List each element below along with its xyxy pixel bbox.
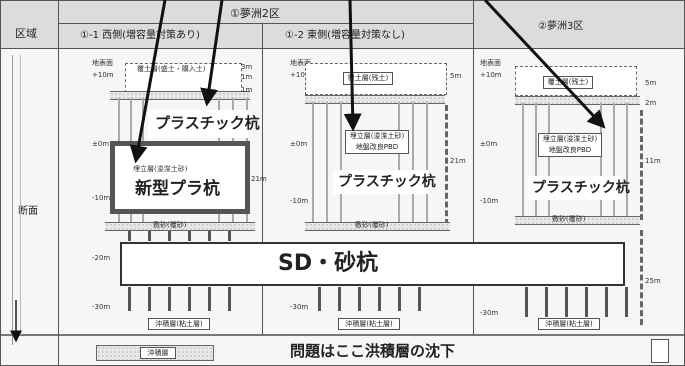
depth-ground-3: 地表面 xyxy=(480,59,501,67)
sand-mat-west xyxy=(110,91,250,100)
area2-header: ①夢洲2区 xyxy=(230,7,280,20)
section-row-label: 断面 xyxy=(18,206,38,217)
depth-m10-3: -10m xyxy=(480,197,499,205)
arrow-1 xyxy=(129,0,167,164)
depth-zero-e: ±0m xyxy=(290,140,308,148)
sand-mat-label-east: 敷砂(覆砂) xyxy=(355,221,389,229)
cover-layer-west xyxy=(125,63,242,93)
dim-11m-3: 11m xyxy=(645,157,661,165)
depth-m30-3: -30m xyxy=(480,309,499,317)
dim-5m-3: 5m xyxy=(645,79,657,87)
dim-1m-west-b: 1m xyxy=(241,73,253,81)
problem-statement: 問題はここ洪積層の沈下 xyxy=(290,342,456,360)
alluvial-box-east: 沖積層(粘土層) xyxy=(338,318,400,330)
alluvial-small-label: 沖積層 xyxy=(140,347,176,359)
plastic-pile-label-west: プラスチック杭 xyxy=(155,114,260,132)
sd-sand-pile-band xyxy=(120,242,625,286)
fill-label-east: 埋立層(浚渫土砂) 地盤改良PBD xyxy=(345,130,409,154)
depth-m20-w: -20m xyxy=(92,254,111,262)
alluvial-box-3: 沖積層(粘土層) xyxy=(538,318,600,330)
plastic-label-box-east xyxy=(333,170,428,194)
arrow-2 xyxy=(200,0,224,107)
sand-mat-label-west: 敷砂(覆砂) xyxy=(153,221,187,229)
depth-ground-e: 地表面 xyxy=(290,59,311,67)
sand-mat-west-2 xyxy=(105,222,255,231)
sand-mat-east-2 xyxy=(305,222,450,231)
cover-label-west: 覆土層(盛土・購入土) xyxy=(137,65,206,73)
depth-zero-w: ±0m xyxy=(92,140,110,148)
plastic-pile-label-east: プラスチック杭 xyxy=(338,174,436,190)
depth-m10-w: -10m xyxy=(92,194,111,202)
dim-3m-west: 3m xyxy=(241,63,253,71)
sand-mat-east xyxy=(305,95,445,104)
sand-mat-3-2 xyxy=(515,216,640,225)
cover-label-east: 覆土層(残土) xyxy=(343,72,393,85)
plastic-pile-label-3: プラスチック杭 xyxy=(532,180,630,196)
zone-header: 区域 xyxy=(15,27,37,40)
arrow-3 xyxy=(343,0,362,132)
depth-m10-e: -10m xyxy=(290,197,309,205)
depth-p10-e: +10m xyxy=(290,71,312,79)
dim-1m-west-a: 1m xyxy=(241,86,253,94)
depth-m30-w: -30m xyxy=(92,303,111,311)
west-header: ①-1 西側(増容量対策あり) xyxy=(80,30,200,41)
sd-sand-pile-label: SD・砂杭 xyxy=(278,251,379,276)
arrow-4 xyxy=(483,0,606,129)
alluvial-box-west: 沖積層(粘土層) xyxy=(148,318,210,330)
dim-5m-east: 5m xyxy=(450,72,462,80)
bottom-right-box xyxy=(651,339,669,363)
fill-label-west: 埋立層(浚渫土砂) xyxy=(133,165,188,173)
sand-mat-label-3: 敷砂(覆砂) xyxy=(552,215,586,223)
new-plastic-pile-label: 新型プラ杭 xyxy=(135,179,220,199)
header-band xyxy=(0,0,685,48)
dim-2m-3: 2m xyxy=(645,99,657,107)
depth-m30-e: -30m xyxy=(290,303,309,311)
depth-ground-w: 地表面 xyxy=(92,59,113,67)
dim-21m-east: 21m xyxy=(450,157,466,165)
depth-p10-3: +10m xyxy=(480,71,502,79)
dim-25m-3: 25m xyxy=(645,277,661,285)
depth-p10-w: +10m xyxy=(92,71,114,79)
area3-header: ②夢洲3区 xyxy=(538,21,584,32)
dim-21m-west: 21m xyxy=(251,175,267,183)
east-header: ①-2 東側(増容量対策なし) xyxy=(285,30,405,41)
plastic-label-box-3 xyxy=(528,176,623,200)
depth-zero-3: ±0m xyxy=(480,140,498,148)
plastic-label-box-west xyxy=(148,110,248,138)
fill-label-3: 埋立層(浚渫土砂) 地盤改良PBD xyxy=(538,133,602,157)
